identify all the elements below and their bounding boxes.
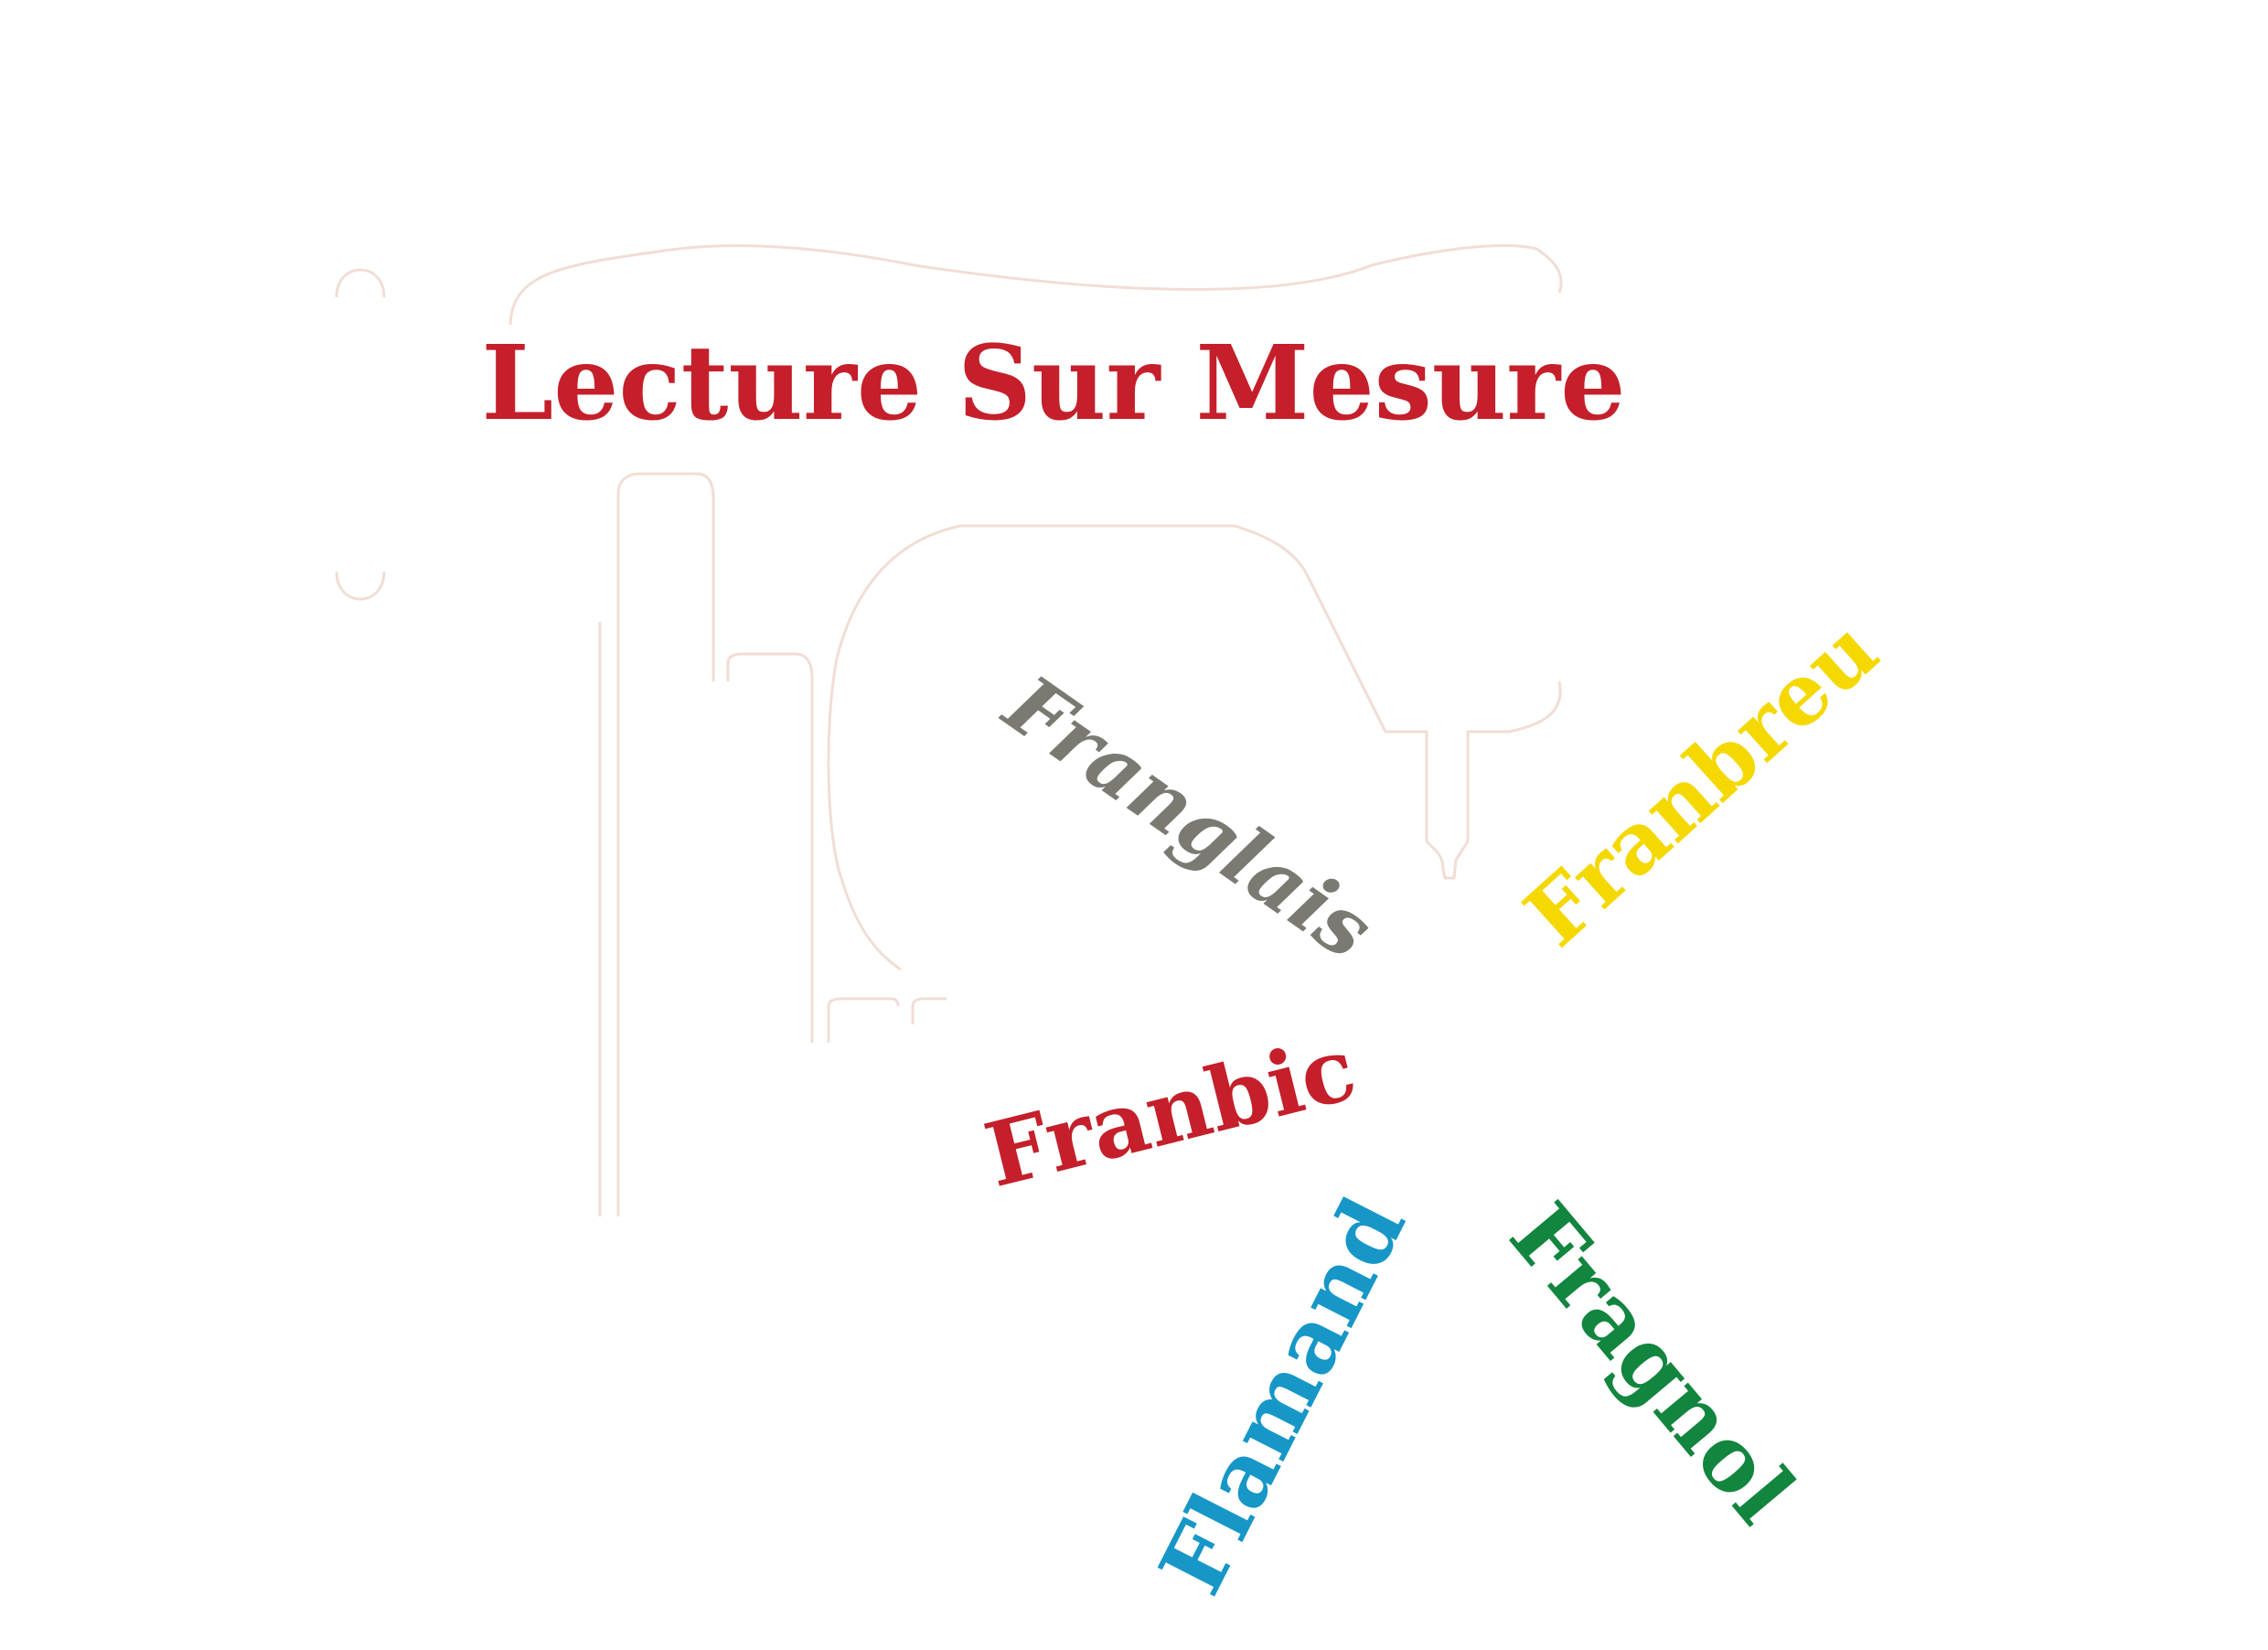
- word-franbreu: Franbreu: [1506, 600, 1897, 965]
- word-flamand: Flamand: [1139, 1182, 1426, 1610]
- word-fragnol: Fragnol: [1490, 1184, 1813, 1543]
- word-franbic: Franbic: [976, 1016, 1365, 1207]
- sewing-machine-icon: [335, 244, 1563, 1216]
- word-franglais: Franglais: [987, 655, 1391, 978]
- brand-title: Lecture Sur Mesure: [482, 324, 1626, 444]
